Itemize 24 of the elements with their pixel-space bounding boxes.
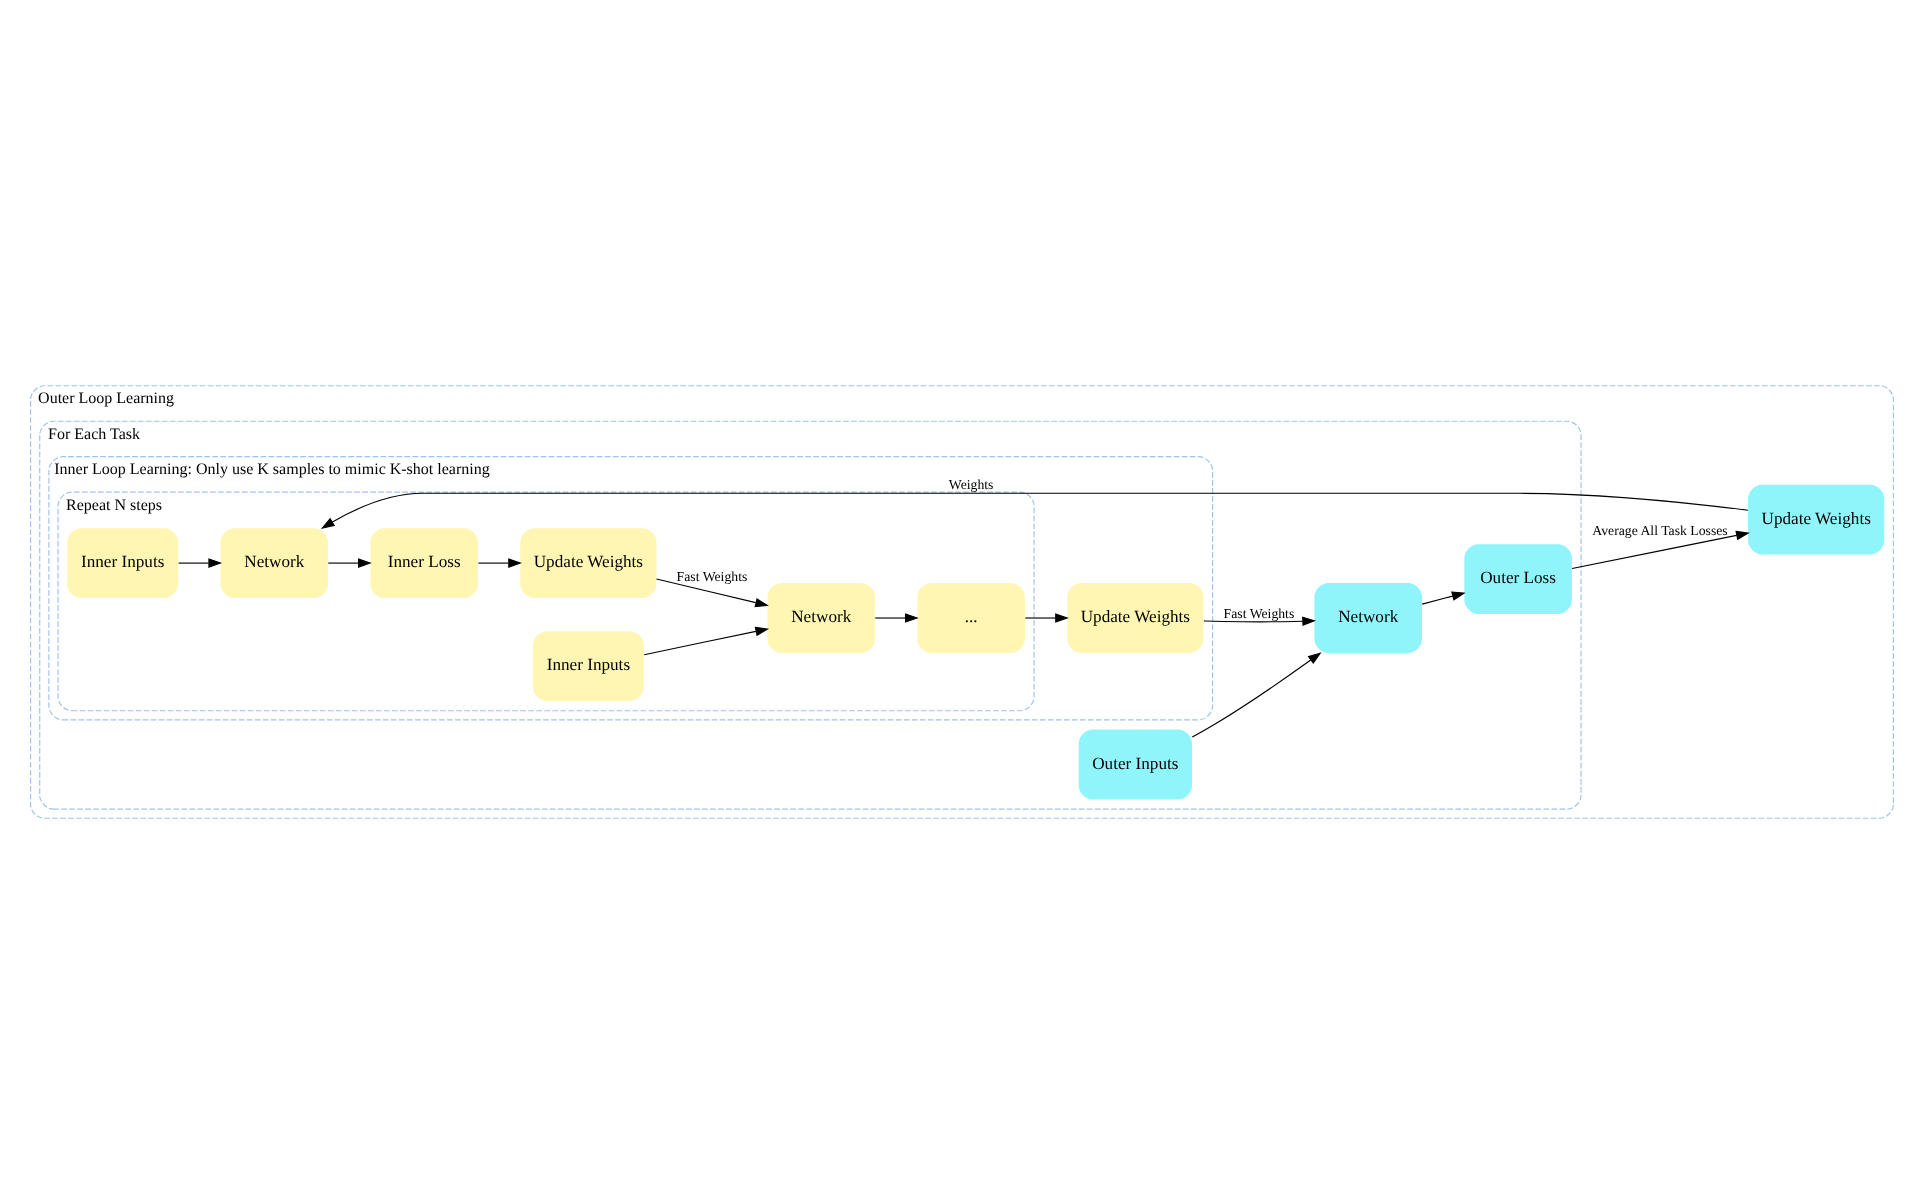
arrow <box>327 557 372 567</box>
arrow <box>1203 615 1316 626</box>
node-box: Network <box>220 527 329 597</box>
node-box: Inner Inputs <box>532 630 644 700</box>
node-box: ... <box>917 582 1025 652</box>
arrow <box>477 557 522 567</box>
node-box: Inner Inputs <box>67 527 179 597</box>
node-box: Network <box>1314 582 1422 652</box>
arrow <box>874 612 919 622</box>
arrow <box>655 577 769 607</box>
node-box: Outer Inputs <box>1078 728 1192 799</box>
arrow <box>320 491 1749 528</box>
node-box: Network <box>767 582 876 652</box>
arrow <box>1024 612 1069 622</box>
arrow <box>1191 651 1322 737</box>
arrow <box>643 625 770 655</box>
arrow <box>1571 529 1750 569</box>
node-box: Update Weights <box>1067 582 1204 652</box>
arrow <box>1421 590 1466 604</box>
node-box: Inner Loss <box>370 527 478 597</box>
arrow <box>178 557 223 567</box>
node-box: Outer Loss <box>1464 543 1572 613</box>
node-box: Update Weights <box>520 527 657 597</box>
node-box: Update Weights <box>1748 483 1885 554</box>
